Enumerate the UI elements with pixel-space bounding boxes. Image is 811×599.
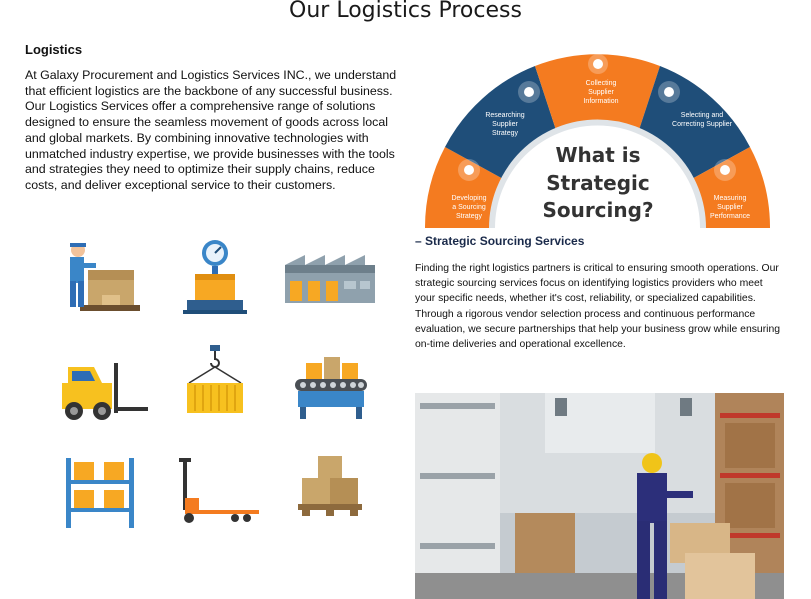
segment-label: Researching <box>485 112 524 119</box>
conveyor-icon <box>280 345 380 435</box>
strategic-sourcing-diagram: Developing a Sourcing Strategy Researchi… <box>425 52 770 228</box>
diagram-center-text: Strategic <box>546 171 649 195</box>
information-icon <box>588 54 608 74</box>
diagram-center-text: What is <box>555 143 640 167</box>
scale-icon <box>165 235 265 325</box>
strategic-sourcing-heading: – Strategic Sourcing Services <box>415 234 585 248</box>
segment-label: Correcting Supplier <box>672 121 733 128</box>
segment-label: Strategy <box>456 213 483 220</box>
segment-label: Supplier <box>588 89 614 96</box>
segment-label: Performance <box>710 213 750 220</box>
logistics-heading: Logistics <box>25 42 83 57</box>
strategy-icon <box>458 159 480 181</box>
diagram-center-text: Sourcing? <box>542 198 653 222</box>
research-icon <box>518 81 540 103</box>
segment-label: a Sourcing <box>452 204 486 211</box>
pallet-jack-icon <box>165 450 265 540</box>
segment-label: Developing <box>451 195 486 202</box>
page-title: Our Logistics Process <box>289 0 522 23</box>
stacked-boxes-icon <box>280 450 380 540</box>
segment-label: Supplier <box>492 121 518 128</box>
shelving-icon <box>50 450 150 540</box>
segment-label: Measuring <box>714 195 747 202</box>
forklift-icon <box>50 345 150 435</box>
logistics-intro: At Galaxy Procurement and Logistics Serv… <box>25 68 397 192</box>
crane-container-icon <box>165 345 265 435</box>
selection-icon <box>658 81 680 103</box>
segment-label: Strategy <box>492 130 519 137</box>
segment-label: Supplier <box>717 204 743 211</box>
worker-with-boxes-icon <box>50 235 150 325</box>
logistics-icon-grid <box>45 230 375 530</box>
segment-label: Collecting <box>586 80 617 87</box>
segment-label: Information <box>583 98 618 105</box>
warehouse-icon <box>280 235 380 325</box>
segment-label: Selecting and <box>681 112 724 119</box>
strategic-sourcing-body: Finding the right logistics partners is … <box>415 263 781 351</box>
warehouse-worker-photo <box>415 393 784 599</box>
measuring-icon <box>714 159 736 181</box>
